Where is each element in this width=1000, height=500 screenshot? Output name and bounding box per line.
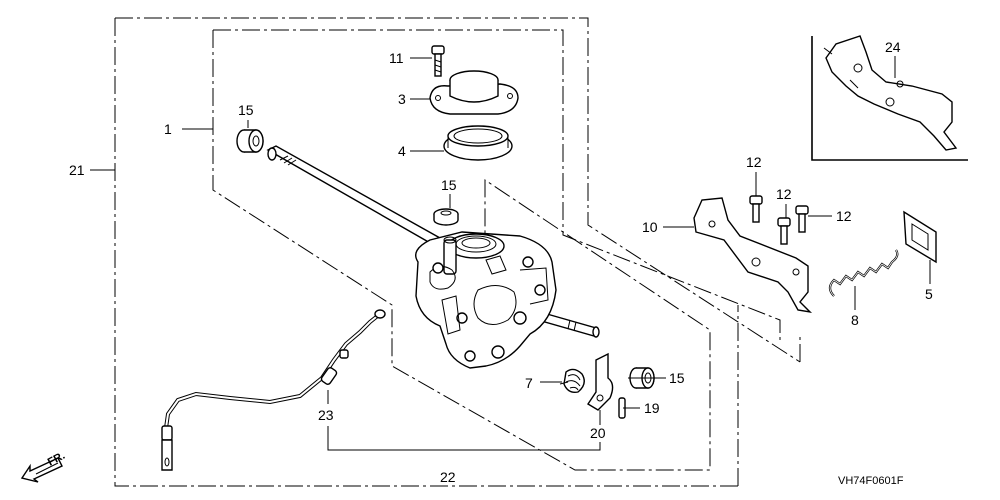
callout-part-5: 5	[925, 286, 933, 302]
callout-part-22: 22	[440, 469, 456, 485]
bolt-part-12-a	[749, 195, 763, 223]
callout-part-10: 10	[642, 219, 658, 235]
bolt-part-12-c	[795, 205, 809, 233]
spring-part-7	[559, 368, 585, 394]
cable-part-23	[161, 309, 386, 471]
clip-part-5	[903, 210, 937, 264]
callout-part-4: 4	[398, 143, 406, 159]
bracket-part-24	[823, 35, 958, 151]
leader-lines	[90, 56, 931, 451]
bearing-part-15-left	[236, 129, 264, 153]
callout-part-15-c: 15	[669, 370, 685, 386]
front-direction-arrow-icon	[20, 457, 63, 483]
callout-part-15-a: 15	[238, 102, 254, 118]
cover-part-3	[429, 70, 519, 115]
callout-part-7: 7	[525, 375, 533, 391]
inset-box-24	[811, 36, 968, 161]
gasket-part-4	[443, 125, 513, 161]
callout-part-12-c: 12	[836, 208, 852, 224]
bearing-part-15-center	[433, 208, 459, 226]
transmission-housing	[415, 231, 557, 369]
callout-part-24: 24	[885, 39, 901, 55]
spring-part-8	[828, 249, 899, 297]
callout-part-19: 19	[644, 400, 660, 416]
group-box-22	[212, 29, 781, 471]
bracket-part-20	[587, 352, 614, 411]
callout-part-23: 23	[318, 407, 334, 423]
bolt-part-11	[431, 45, 445, 77]
callout-part-21: 21	[69, 162, 85, 178]
callout-part-1: 1	[164, 121, 172, 137]
group-box-21	[114, 17, 801, 487]
drawing-code: VH74F0601F	[838, 475, 904, 487]
lever-bracket-part-10	[693, 197, 813, 314]
callout-part-12-a: 12	[746, 154, 762, 170]
callout-part-20: 20	[590, 425, 606, 441]
front-marker-label: FR.	[46, 450, 67, 469]
callout-part-15-b: 15	[441, 177, 457, 193]
bolt-part-12-b	[777, 217, 791, 245]
callout-labels: 1 3 4 5 7 8 10 11 12 12 12 15 15 15 19 2…	[69, 39, 933, 485]
callout-part-12-b: 12	[776, 186, 792, 202]
callout-part-8: 8	[851, 312, 859, 328]
callout-part-11: 11	[389, 50, 404, 66]
axle-shaft-part-1	[266, 145, 600, 338]
callout-part-3: 3	[398, 91, 406, 107]
